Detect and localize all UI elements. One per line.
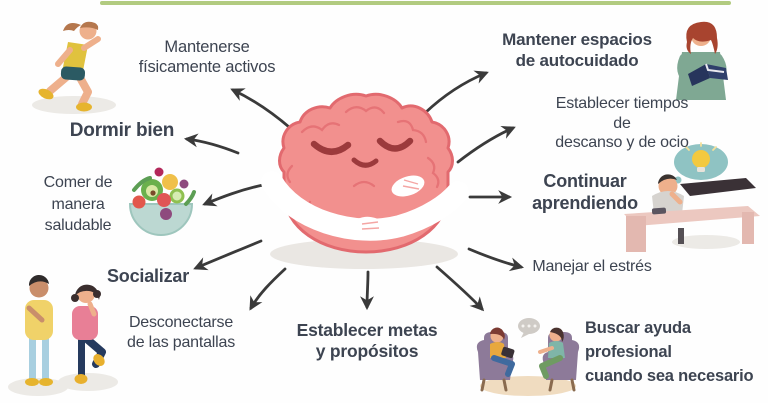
label-rest-leisure: Establecer tiempos de descanso y de ocio [555,95,689,152]
label-socialize: Socializar [106,266,190,286]
arrow-disconnect [249,267,287,311]
label-sleep-well: Dormir bien [69,120,175,141]
therapy-session-illustration [476,318,580,396]
arrow-healthy-eating [202,183,265,207]
label-healthy-eating: Comer de manera saludable [43,174,113,235]
two-people-talking-illustration [8,274,118,396]
closed-eye-right [376,137,414,152]
arrow-set-goals [360,270,374,311]
top-accent-line [100,1,731,5]
closed-eye-left [310,140,352,155]
running-woman-illustration [32,21,116,114]
hug-hand-lower [354,216,386,236]
label-self-care-spaces: Mantener espacios de autocuidado [502,30,652,70]
label-disconnect-screens: Desconectarse de las pantallas [127,314,235,351]
brain-face [310,137,414,168]
label-set-goals: Establecer metas y propósitos [296,320,438,362]
lightbulb-icon [692,150,710,168]
label-manage-stress: Manejar el estrés [532,258,652,275]
arrow-sleep-well [183,133,240,155]
arrow-socialize [193,239,263,271]
smile [351,157,379,168]
healthy-food-bowl-illustration [128,167,196,236]
hugging-arms [261,171,469,241]
therapist-clipboard [501,346,515,359]
label-physical-activity: Mantenerse físicamente activos [138,38,276,77]
label-keep-learning: Continuar aprendiendo [532,171,638,213]
brain-hugging-itself-illustration [261,92,469,269]
arrow-manage-stress [467,247,524,272]
label-professional-help: Buscar ayuda profesional cuando sea nece… [585,319,754,385]
woman-reading-book-illustration [676,21,728,100]
man-studying-at-desk-illustration [624,142,760,252]
brain-shadow [270,239,458,269]
hug-hand-upper [391,175,425,197]
